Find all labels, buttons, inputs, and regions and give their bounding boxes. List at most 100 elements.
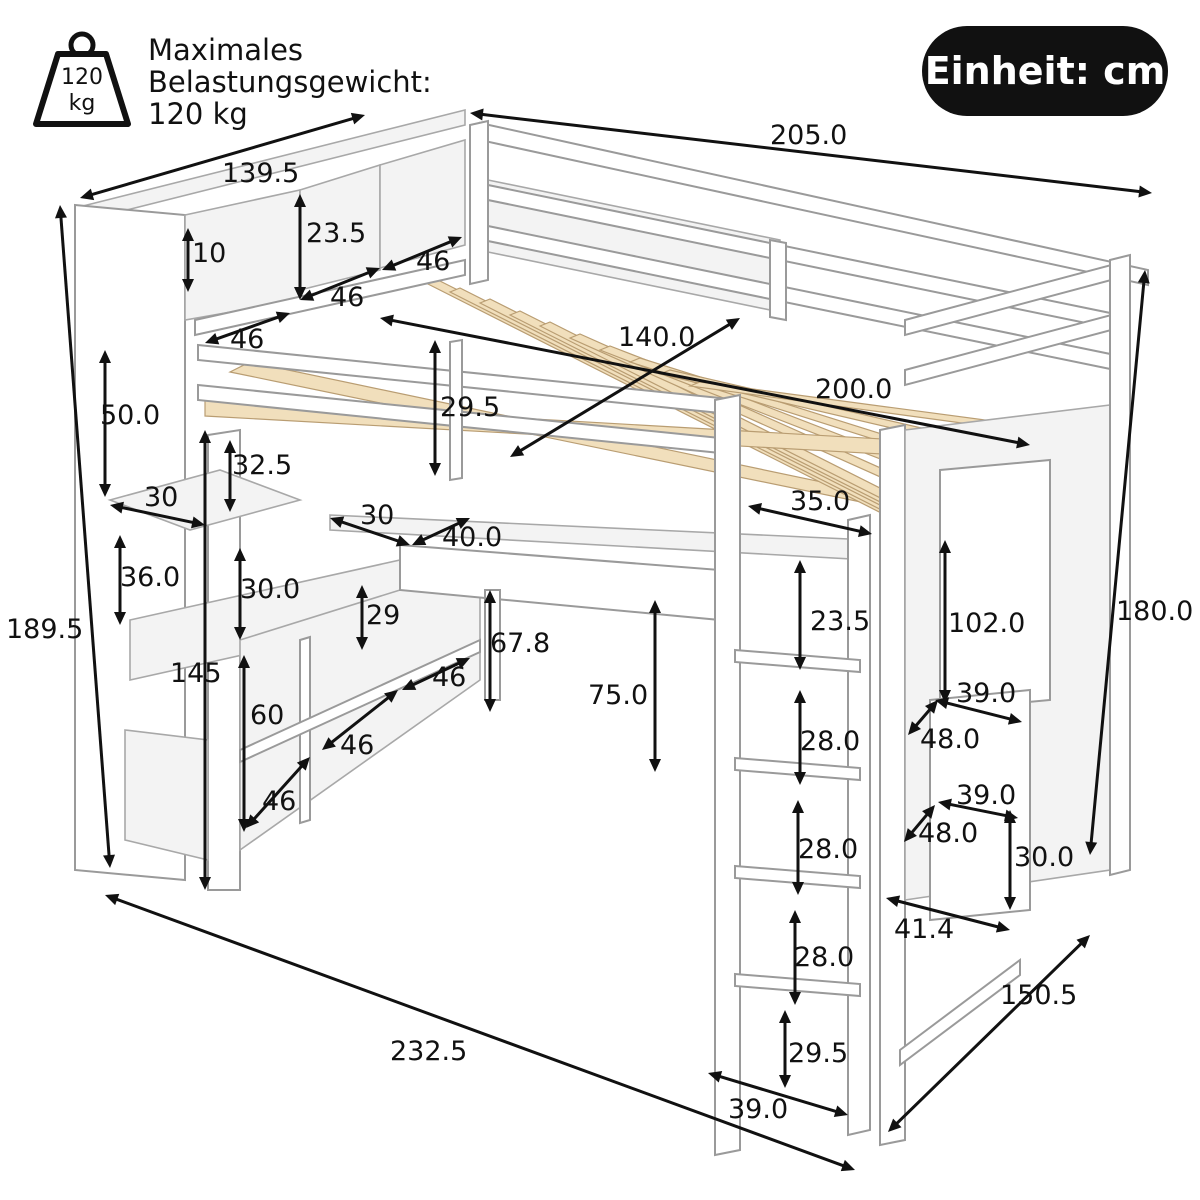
arrowhead — [330, 516, 345, 528]
arrowhead — [938, 798, 952, 811]
dim-shelf-unit-width: 139.5 — [222, 158, 299, 189]
dim-right-shelf-width-bottom: 39.0 — [956, 780, 1016, 811]
dim-ladder-step-3: 28.0 — [794, 942, 854, 973]
arrowhead — [794, 690, 806, 703]
dimension-arrow — [789, 910, 801, 1005]
arrowhead — [1004, 897, 1016, 910]
arrowhead — [238, 819, 250, 832]
dimension-arrow — [380, 314, 1030, 449]
dimension-arrow — [224, 440, 236, 512]
arrowhead — [649, 759, 661, 772]
dimension-arrow-line — [338, 519, 402, 544]
arrowhead — [939, 690, 951, 703]
dimension-arrow — [330, 516, 410, 547]
arrowhead — [54, 205, 67, 219]
dim-desk-shelf-height: 30.0 — [240, 574, 300, 605]
weight-icon: 120 kg — [33, 31, 131, 127]
dim-left-shelf-depth: 30 — [144, 482, 178, 513]
dimension-arrow — [382, 236, 462, 271]
arrowhead — [924, 700, 938, 714]
arrowhead — [789, 910, 801, 923]
dimension-arrow — [794, 560, 806, 670]
dim-guardrail-height: 29.5 — [440, 392, 500, 423]
dim-ladder-top-step: 23.5 — [810, 606, 870, 637]
arrowhead — [99, 484, 111, 497]
dimension-arrow — [794, 690, 806, 785]
dimension-arrow-line — [113, 897, 847, 1168]
dimension-lines — [54, 108, 1152, 1172]
arrowhead — [794, 657, 806, 670]
arrowhead — [365, 267, 380, 279]
arrowhead — [356, 637, 368, 650]
dimension-arrow — [429, 340, 441, 476]
dimension-arrow — [54, 205, 116, 868]
arrowhead — [789, 992, 801, 1005]
arrowhead — [888, 1118, 902, 1132]
arrowhead — [224, 440, 236, 453]
arrowhead — [794, 560, 806, 573]
dim-desk-top-depth: 30 — [360, 500, 394, 531]
arrowhead — [114, 612, 126, 625]
arrowhead — [322, 737, 336, 750]
arrowhead — [484, 590, 496, 603]
dimension-arrow — [1085, 270, 1150, 855]
dimension-arrow-line — [944, 700, 1013, 722]
arrowhead — [395, 535, 410, 547]
dimension-arrow-line — [1089, 279, 1146, 846]
arrowhead — [1007, 712, 1022, 725]
dim-lower-cube-width-b: 46 — [340, 730, 374, 761]
dim-right-base-depth: 41.4 — [894, 914, 954, 945]
dimension-arrow-line — [390, 239, 454, 268]
dim-desk-leg-height: 67.8 — [490, 628, 550, 659]
dimension-arrow-line — [947, 802, 1009, 818]
arrowhead — [205, 333, 220, 345]
arrowhead — [114, 535, 126, 548]
arrowhead — [234, 548, 246, 561]
dimension-arrow — [402, 658, 470, 690]
arrowhead — [886, 895, 901, 908]
dimension-arrow-line — [894, 940, 1084, 1127]
dimension-arrow-line — [410, 660, 462, 688]
dim-left-upper-gap: 32.5 — [232, 450, 292, 481]
weight-label-line-2: Belastungsgewicht: — [148, 65, 432, 99]
dim-overall-length: 232.5 — [390, 1036, 467, 1067]
ladder — [714, 393, 871, 1157]
arrowhead — [725, 318, 740, 330]
arrowhead — [234, 627, 246, 640]
arrowhead — [792, 800, 804, 813]
arrowhead — [300, 289, 315, 301]
dimension-arrow — [205, 311, 290, 345]
dimension-arrow — [105, 893, 855, 1172]
dimension-arrow — [908, 700, 938, 735]
dimension-arrow — [234, 548, 246, 640]
dim-right-cabinet-height: 102.0 — [948, 608, 1025, 639]
dim-right-height: 180.0 — [1116, 596, 1193, 627]
dimension-arrow-line — [479, 112, 1143, 194]
dimension-arrow — [886, 895, 1010, 933]
arrowhead — [182, 228, 194, 241]
dim-mattress-width: 140.0 — [618, 322, 695, 353]
dimension-arrow — [110, 501, 205, 529]
dim-post-height: 145 — [170, 658, 222, 689]
arrowhead — [470, 108, 484, 121]
arrowhead — [246, 814, 260, 828]
dim-frame-length: 205.0 — [770, 120, 847, 151]
dim-right-shelf-depth-top: 48.0 — [920, 724, 980, 755]
dimension-arrow — [1004, 810, 1016, 910]
dimension-arrow-line — [913, 706, 933, 729]
dimension-arrow-line — [517, 321, 733, 454]
arrowhead — [748, 503, 763, 515]
dim-top-cube-width-b: 46 — [330, 282, 364, 313]
dimension-arrow-line — [308, 270, 372, 298]
arrowhead — [779, 1075, 791, 1088]
dimension-arrow — [322, 690, 398, 750]
arrowhead — [412, 534, 427, 545]
dimension-arrow — [300, 267, 380, 301]
arrowhead — [935, 697, 950, 710]
dimension-arrow-line — [420, 520, 462, 543]
arrowhead — [857, 525, 872, 537]
dimension-arrow-line — [389, 318, 1021, 445]
dimension-arrow — [792, 800, 804, 895]
dimension-arrow — [199, 430, 211, 890]
